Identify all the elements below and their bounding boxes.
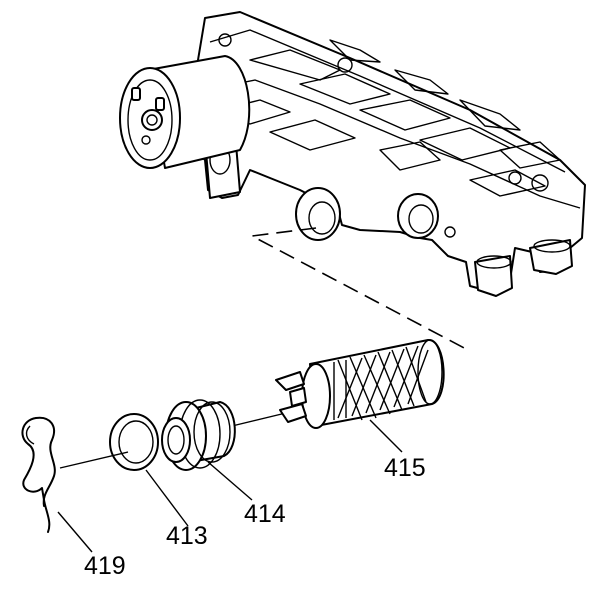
- callout-415: 415: [384, 454, 426, 482]
- callout-414: 414: [244, 500, 286, 528]
- o-ring-413: [109, 413, 159, 471]
- leader-414: [207, 461, 253, 501]
- leader-413: [145, 469, 189, 527]
- assembly-line: [249, 227, 469, 351]
- callout-419: 419: [84, 552, 126, 580]
- solenoid: [119, 55, 251, 169]
- retaining-clip-419: [21, 416, 56, 533]
- valve-body: [189, 11, 586, 297]
- leader-419: [57, 511, 93, 553]
- filter-screen-415: [275, 338, 445, 429]
- callout-413: 413: [166, 522, 208, 550]
- leader-415: [369, 419, 403, 453]
- plug-414: [161, 399, 236, 471]
